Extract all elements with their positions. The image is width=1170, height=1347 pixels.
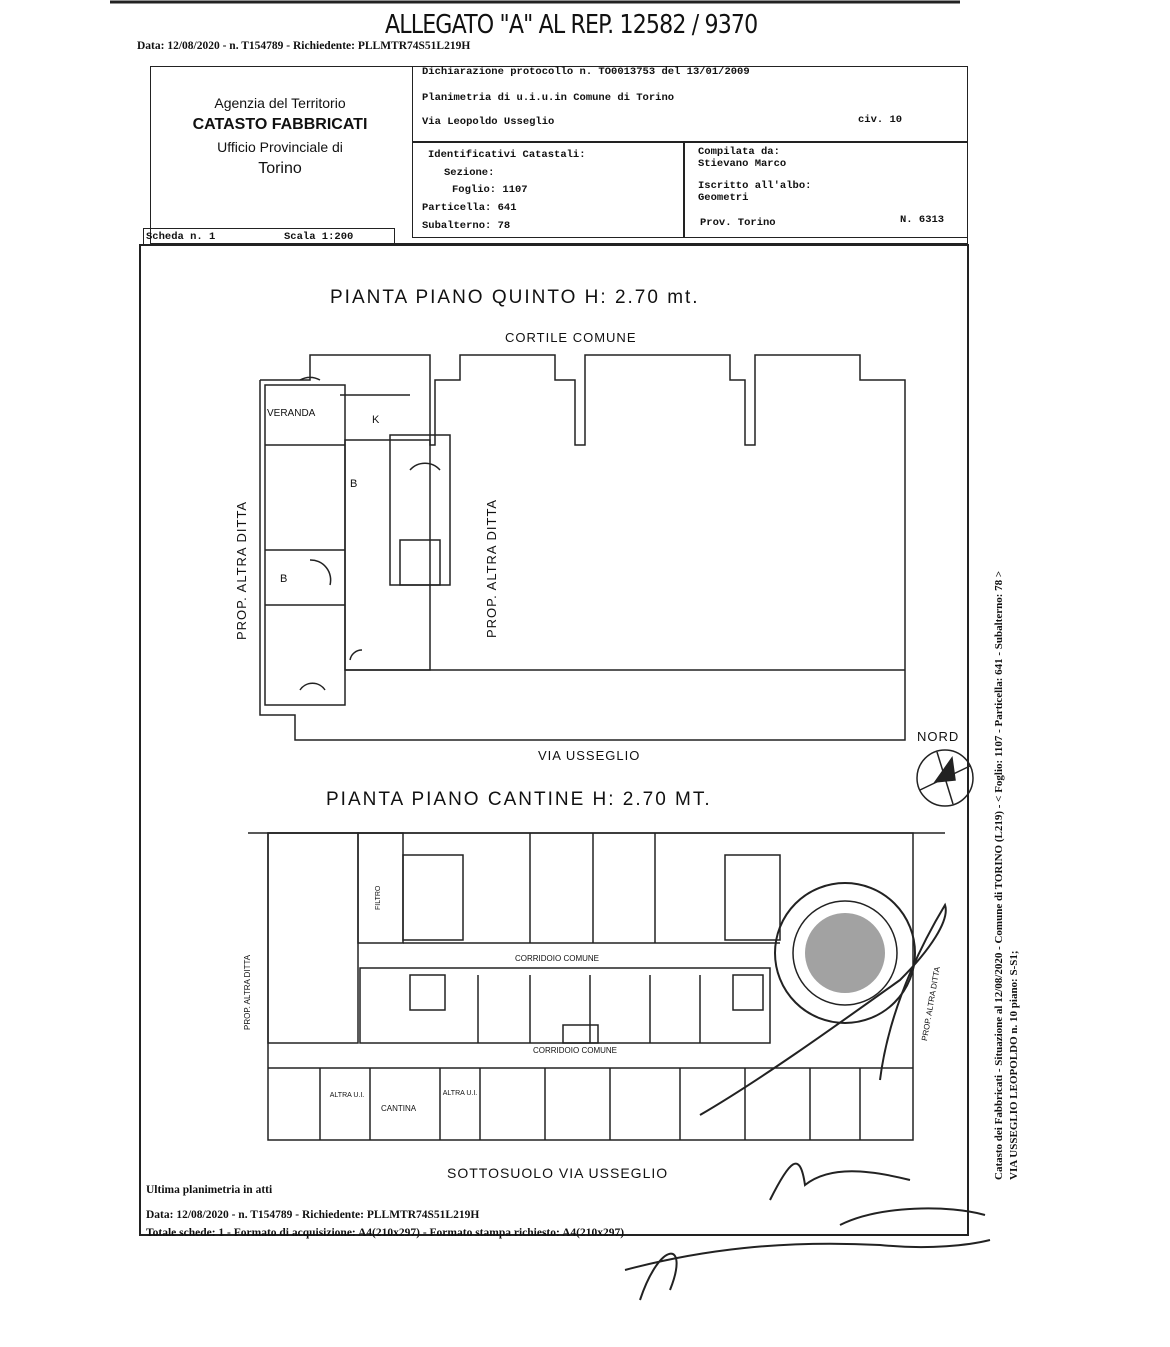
civic-number: civ. 10 <box>858 114 903 126</box>
footer-last-plan: Ultima planimetria in atti <box>146 1184 273 1196</box>
plan1-south-side: VIA USSEGLIO <box>538 748 641 763</box>
plan1-west-side: PROP. ALTRA DITTA <box>234 500 249 640</box>
protocol-text: Dichiarazione protocollo n. TO0013753 de… <box>422 66 750 78</box>
top-request-meta: Data: 12/08/2020 - n. T154789 - Richiede… <box>137 40 471 52</box>
subalterno: Subalterno: 78 <box>422 220 511 232</box>
compiler-name: Stievano Marco <box>698 158 787 170</box>
notary-seal <box>774 882 916 1024</box>
main-frame <box>139 244 969 1236</box>
plan-cellar <box>248 832 945 1141</box>
plan1-middle-side: PROP. ALTRA DITTA <box>484 498 499 638</box>
sezione: Sezione: <box>444 167 495 179</box>
corridor-label-2: CORRIDOIO COMUNE <box>533 1046 617 1055</box>
compiler-title: Compilata da: <box>698 146 780 158</box>
room-veranda: VERANDA <box>267 408 316 419</box>
scheda-number: Scheda n. 1 <box>146 231 216 243</box>
address-text: Via Leopoldo Usseglio <box>422 116 555 128</box>
handwritten-annex-reference: ALLEGATO "A" AL REP. 12582 / 9370 <box>385 10 758 40</box>
particella: Particella: 641 <box>422 202 517 214</box>
cantina-label: CANTINA <box>381 1104 417 1113</box>
identifiers-title: Identificativi Catastali: <box>428 149 586 161</box>
plan2-title: PIANTA PIANO CANTINE H: 2.70 MT. <box>326 789 712 810</box>
agency-name: Agenzia del Territorio <box>214 95 346 111</box>
compiler-box <box>684 142 968 238</box>
north-arrow-icon <box>916 749 974 807</box>
albo-value: Geometri <box>698 192 749 204</box>
plan1-title: PIANTA PIANO QUINTO H: 2.70 mt. <box>330 287 700 308</box>
side-note-address: VIA USSEGLIO LEOPOLDO n. 10 piano: S-S1; <box>1008 950 1020 1180</box>
room-bathroom-2: B <box>280 573 288 585</box>
compiler-province: Prov. Torino <box>700 217 776 229</box>
scale: Scala 1:200 <box>284 231 354 243</box>
plan1-north-side: CORTILE COMUNE <box>505 330 637 345</box>
corridor-label-1: CORRIDOIO COMUNE <box>515 954 599 963</box>
compiler-number: N. 6313 <box>900 214 945 226</box>
plan-fifth-floor <box>259 354 906 741</box>
planimetry-text: Planimetria di u.i.u.in Comune di Torino <box>422 92 675 104</box>
altra-ui-label-2: ALTRA U.I. <box>442 1090 478 1097</box>
altra-ui-label-1: ALTRA U.I. <box>329 1092 365 1099</box>
agency-office: Ufficio Provinciale di <box>217 139 343 155</box>
albo-label: Iscritto all'albo: <box>698 180 812 192</box>
room-bathroom-1: B <box>350 478 358 490</box>
footer-totals: Totale schede: 1 - Formato di acquisizio… <box>146 1227 625 1239</box>
plan2-south-side: SOTTOSUOLO VIA USSEGLIO <box>447 1165 669 1181</box>
identifiers-box <box>412 142 684 238</box>
declaration-box <box>412 66 968 142</box>
agency-city: Torino <box>258 160 302 177</box>
foglio: Foglio: 1107 <box>452 184 528 196</box>
footer-request: Data: 12/08/2020 - n. T154789 - Richiede… <box>146 1209 480 1221</box>
scheda-box <box>143 228 395 246</box>
north-label: NORD <box>917 729 960 744</box>
room-kitchen: K <box>372 414 380 426</box>
handwritten-signature <box>624 902 991 1301</box>
filtro-label: FILTRO <box>375 885 382 910</box>
side-note-situation: Catasto dei Fabbricati - Situazione al 1… <box>993 570 1005 1180</box>
agency-block: Agenzia del Territorio CATASTO FABBRICAT… <box>150 92 410 180</box>
agency-department: CATASTO FABBRICATI <box>192 116 368 133</box>
plan2-west-side: PROP. ALTRA DITTA <box>243 954 252 1030</box>
